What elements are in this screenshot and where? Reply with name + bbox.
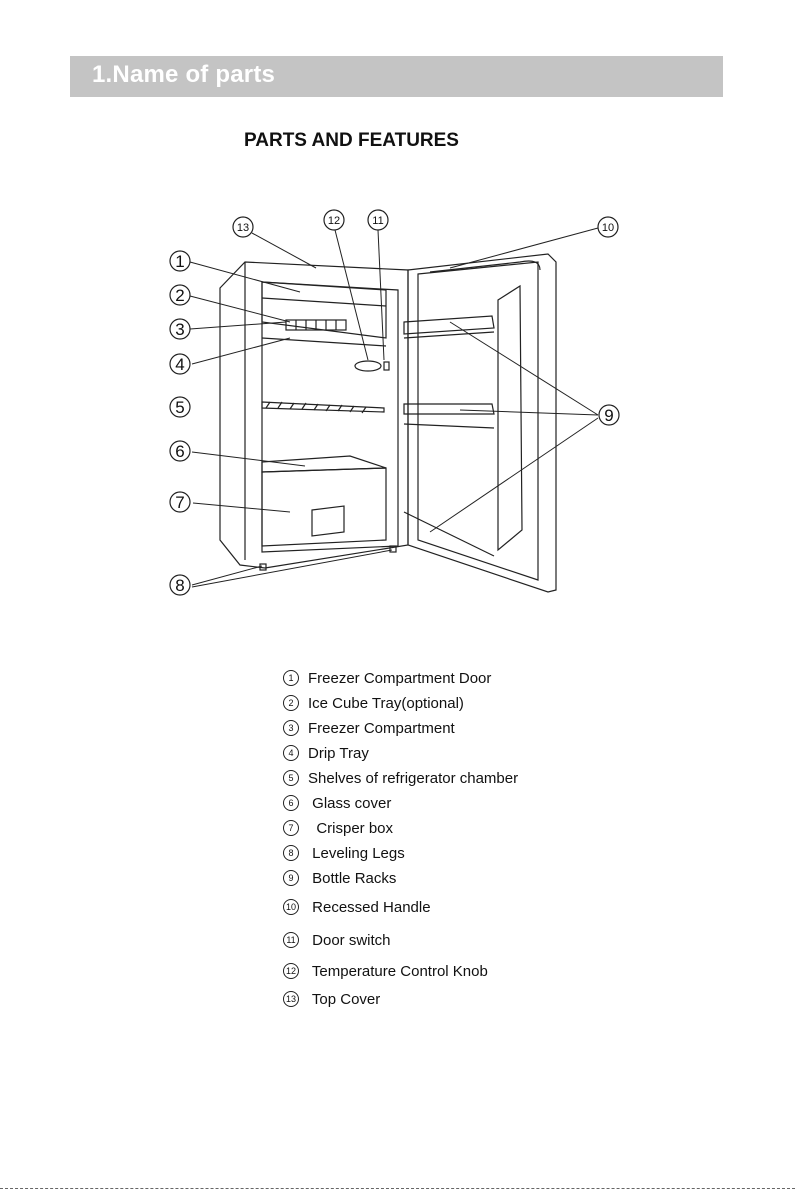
legend-number: 13 [283, 991, 299, 1007]
legend-label: Leveling Legs [308, 844, 405, 862]
legend-label: Drip Tray [308, 744, 369, 762]
page-heading: PARTS AND FEATURES [244, 130, 459, 151]
legend-item: 13 Top Cover [283, 989, 380, 1009]
callout-9-label: 9 [604, 406, 613, 425]
callout-1-label: 1 [175, 252, 184, 271]
callout-9 [598, 404, 620, 426]
legend-item: 3 Freezer Compartment [283, 718, 455, 738]
callout-4 [169, 353, 191, 375]
legend-label: Temperature Control Knob [308, 962, 488, 980]
callout-6 [169, 440, 191, 462]
callout-12-label: 12 [328, 215, 340, 227]
callout-4-label: 4 [175, 355, 184, 374]
legend-item: 9 Bottle Racks [283, 868, 396, 888]
legend-number: 6 [283, 795, 299, 811]
callout-12 [323, 209, 345, 231]
legend-label: Crisper box [308, 819, 394, 837]
legend-label: Top Cover [308, 990, 381, 1008]
legend-number: 2 [283, 695, 299, 711]
callout-6-label: 6 [175, 442, 184, 461]
callout-10 [597, 216, 619, 238]
legend-item: 1 Freezer Compartment Door [283, 668, 491, 688]
callout-2-label: 2 [175, 286, 184, 305]
legend-item: 10 Recessed Handle [283, 897, 431, 917]
callout-7 [169, 491, 191, 513]
callout-1 [169, 250, 191, 272]
legend-label: Freezer Compartment Door [308, 669, 492, 687]
legend-label: Glass cover [308, 794, 392, 812]
legend-item: 5 Shelves of refrigerator chamber [283, 768, 518, 788]
callout-11-label: 11 [372, 215, 383, 227]
callout-3-label: 3 [175, 320, 184, 339]
callout-11 [367, 209, 389, 231]
legend-number: 9 [283, 870, 299, 886]
legend-label: Bottle Racks [308, 869, 397, 887]
legend-label: Ice Cube Tray(optional) [308, 694, 464, 712]
legend-label: Recessed Handle [308, 898, 431, 916]
callout-13 [232, 216, 254, 238]
leader-lines [189, 227, 599, 588]
legend-number: 3 [283, 720, 299, 736]
legend-item: 6 Glass cover [283, 793, 391, 813]
legend-label: Freezer Compartment [308, 719, 455, 737]
legend-number: 7 [283, 820, 299, 836]
legend-number: 1 [283, 670, 299, 686]
legend-item: 4 Drip Tray [283, 743, 369, 763]
legend-item: 2 Ice Cube Tray(optional) [283, 693, 464, 713]
footer-divider [0, 1188, 795, 1189]
legend-label: Shelves of refrigerator chamber [308, 769, 519, 787]
legend-item: 11 Door switch [283, 930, 391, 950]
legend-number: 11 [283, 932, 299, 948]
legend-number: 4 [283, 745, 299, 761]
section-title: 1.Name of parts [92, 61, 276, 88]
refrigerator-diagram: 1 2 3 4 5 6 7 8 9 10 11 12 13 [169, 209, 620, 596]
callout-10-label: 10 [602, 222, 614, 234]
callout-8 [169, 574, 191, 596]
section-header-bar: 1.Name of parts [70, 56, 723, 97]
callout-13-label: 13 [237, 222, 249, 234]
callout-2 [169, 284, 191, 306]
legend-number: 10 [283, 899, 299, 915]
legend-item: 8 Leveling Legs [283, 843, 405, 863]
legend-number: 5 [283, 770, 299, 786]
legend-label: Door switch [308, 931, 391, 949]
legend-item: 7 Crisper box [283, 818, 393, 838]
legend-number: 12 [283, 963, 299, 979]
callout-8-label: 8 [175, 576, 184, 595]
legend-number: 8 [283, 845, 299, 861]
fridge-body [219, 253, 557, 593]
callout-7-label: 7 [175, 493, 184, 512]
legend-item: 12 Temperature Control Knob [283, 961, 488, 981]
callout-3 [169, 318, 191, 340]
callout-5-label: 5 [175, 398, 184, 417]
callout-5 [169, 396, 191, 418]
